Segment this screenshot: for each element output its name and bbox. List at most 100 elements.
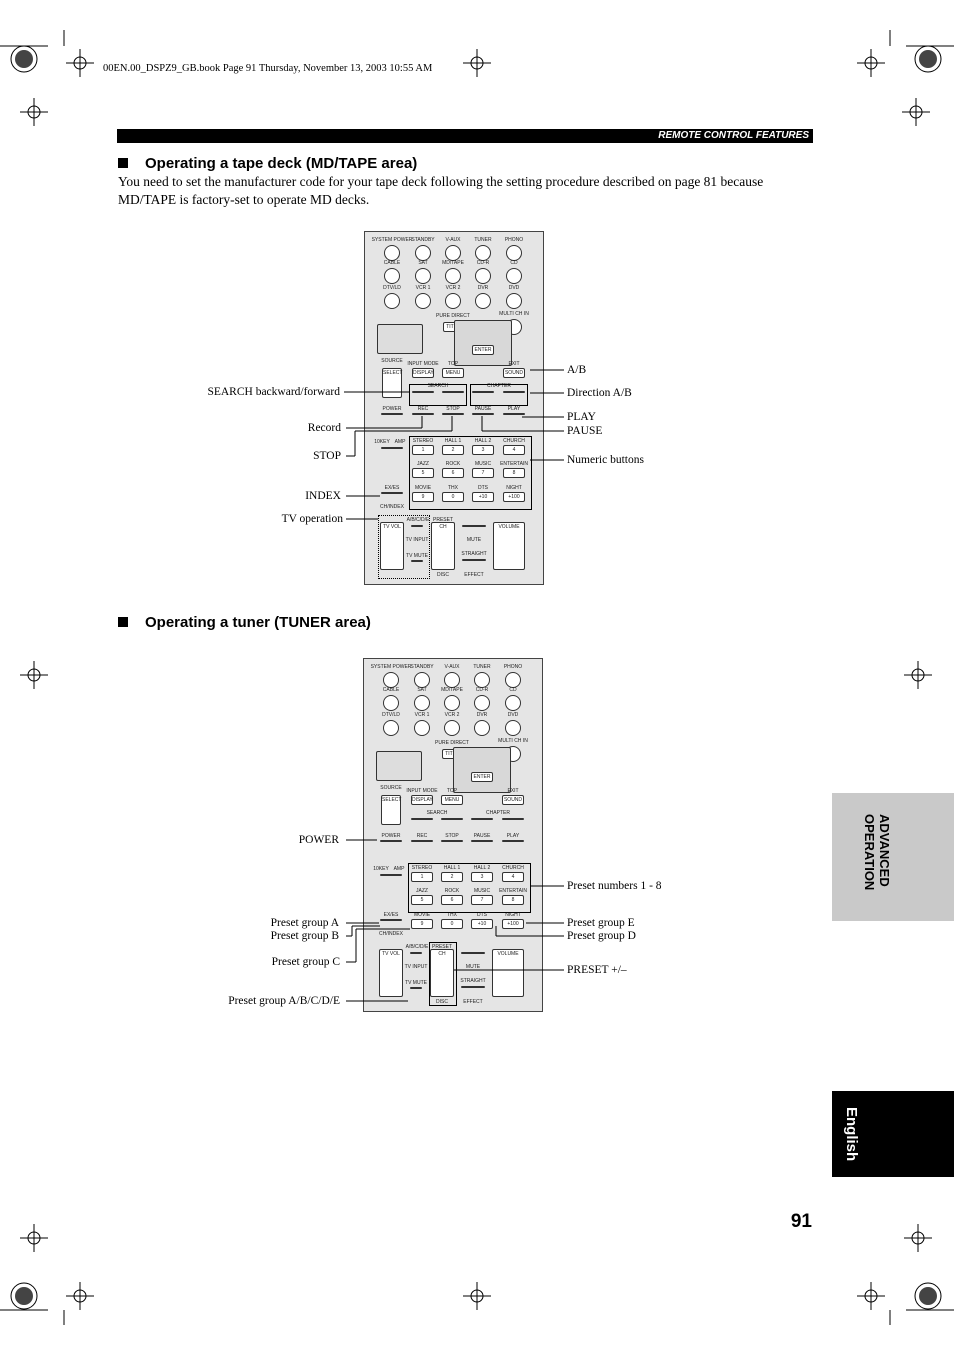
remote-button[interactable] <box>384 268 400 284</box>
preset-ch-rocker[interactable]: CH <box>431 522 455 570</box>
transport-button[interactable] <box>503 391 525 393</box>
numeric-button[interactable]: 0 <box>442 492 464 502</box>
preset-ch-rocker[interactable]: CH <box>430 949 454 997</box>
remote-button[interactable] <box>444 695 460 711</box>
transport-button[interactable] <box>471 818 493 820</box>
mute-button[interactable] <box>461 952 485 954</box>
numeric-button[interactable]: +10 <box>472 492 494 502</box>
remote-button[interactable] <box>445 268 461 284</box>
numeric-button[interactable]: 0 <box>441 919 463 929</box>
transport-button[interactable] <box>502 818 524 820</box>
menu-button[interactable]: MENU <box>442 368 464 378</box>
tv-mute-button[interactable] <box>410 987 422 989</box>
enter-button[interactable]: ENTER <box>472 345 494 355</box>
tv-vol-rocker[interactable]: TV VOL <box>379 949 403 997</box>
abcde-button[interactable] <box>410 952 422 954</box>
numeric-button[interactable]: 1 <box>411 872 433 882</box>
transport-button[interactable] <box>472 391 494 393</box>
mute-button[interactable] <box>462 525 486 527</box>
cursor-pad[interactable] <box>453 747 511 793</box>
numeric-button[interactable]: 7 <box>472 468 494 478</box>
transport-button[interactable] <box>472 413 494 415</box>
remote-button[interactable] <box>445 293 461 309</box>
ex-es-button[interactable] <box>380 919 402 921</box>
remote-button[interactable] <box>383 720 399 736</box>
transport-button[interactable] <box>412 413 434 415</box>
remote-button[interactable] <box>474 672 490 688</box>
remote-button[interactable] <box>505 672 521 688</box>
remote-button[interactable] <box>506 293 522 309</box>
remote-button[interactable] <box>383 672 399 688</box>
straight-button[interactable] <box>462 559 486 561</box>
remote-button[interactable] <box>475 293 491 309</box>
remote-button[interactable] <box>475 245 491 261</box>
remote-button[interactable] <box>445 245 461 261</box>
numeric-button[interactable]: 6 <box>442 468 464 478</box>
transport-button[interactable] <box>502 840 524 842</box>
remote-button[interactable] <box>415 293 431 309</box>
numeric-button[interactable]: 3 <box>472 445 494 455</box>
remote-button[interactable] <box>506 268 522 284</box>
display-button[interactable]: DISPLAY <box>411 795 433 805</box>
tv-mute-button[interactable] <box>411 560 423 562</box>
remote-button[interactable] <box>474 720 490 736</box>
remote-button[interactable] <box>444 672 460 688</box>
remote-button[interactable] <box>415 268 431 284</box>
numeric-button[interactable]: +100 <box>503 492 525 502</box>
transport-button[interactable] <box>442 413 464 415</box>
numeric-button[interactable]: 2 <box>441 872 463 882</box>
menu-button[interactable]: MENU <box>441 795 463 805</box>
numeric-button[interactable]: 6 <box>441 895 463 905</box>
enter-button[interactable]: ENTER <box>471 772 493 782</box>
numeric-button[interactable]: 3 <box>471 872 493 882</box>
remote-button[interactable] <box>384 245 400 261</box>
volume-rocker[interactable]: VOLUME <box>493 522 525 570</box>
transport-button[interactable] <box>442 391 464 393</box>
remote-button[interactable] <box>414 672 430 688</box>
remote-button[interactable] <box>384 293 400 309</box>
remote-button[interactable] <box>415 245 431 261</box>
numeric-button[interactable]: 1 <box>412 445 434 455</box>
numeric-button[interactable]: 9 <box>411 919 433 929</box>
numeric-button[interactable]: 4 <box>503 445 525 455</box>
transport-button[interactable] <box>380 840 402 842</box>
remote-button[interactable] <box>414 720 430 736</box>
tenkey-switch[interactable] <box>381 447 403 449</box>
tenkey-switch[interactable] <box>380 874 402 876</box>
source-button[interactable]: SELECT <box>381 795 401 825</box>
sound-button[interactable]: SOUND <box>503 368 525 378</box>
volume-rocker[interactable]: VOLUME <box>492 949 524 997</box>
ex-es-button[interactable] <box>381 492 403 494</box>
numeric-button[interactable]: 2 <box>442 445 464 455</box>
cursor-pad[interactable] <box>454 320 512 366</box>
transport-button[interactable] <box>411 840 433 842</box>
numeric-button[interactable]: 5 <box>412 468 434 478</box>
numeric-button[interactable]: 9 <box>412 492 434 502</box>
transport-button[interactable] <box>441 818 463 820</box>
sound-button[interactable]: SOUND <box>502 795 524 805</box>
display-button[interactable]: DISPLAY <box>412 368 434 378</box>
numeric-button[interactable]: +100 <box>502 919 524 929</box>
straight-button[interactable] <box>461 986 485 988</box>
remote-button[interactable] <box>383 695 399 711</box>
remote-button[interactable] <box>444 720 460 736</box>
remote-button[interactable] <box>506 245 522 261</box>
abcde-button[interactable] <box>411 525 423 527</box>
remote-button[interactable] <box>475 268 491 284</box>
numeric-button[interactable]: 8 <box>503 468 525 478</box>
numeric-button[interactable]: 4 <box>502 872 524 882</box>
numeric-button[interactable]: 5 <box>411 895 433 905</box>
source-button[interactable]: SELECT <box>382 368 402 398</box>
tv-vol-rocker[interactable]: TV VOL <box>380 522 404 570</box>
transport-button[interactable] <box>411 818 433 820</box>
transport-button[interactable] <box>412 391 434 393</box>
transport-button[interactable] <box>381 413 403 415</box>
numeric-button[interactable]: +10 <box>471 919 493 929</box>
remote-button[interactable] <box>474 695 490 711</box>
numeric-button[interactable]: 8 <box>502 895 524 905</box>
remote-button[interactable] <box>505 720 521 736</box>
transport-button[interactable] <box>503 413 525 415</box>
numeric-button[interactable]: 7 <box>471 895 493 905</box>
remote-button[interactable] <box>505 695 521 711</box>
remote-button[interactable] <box>414 695 430 711</box>
